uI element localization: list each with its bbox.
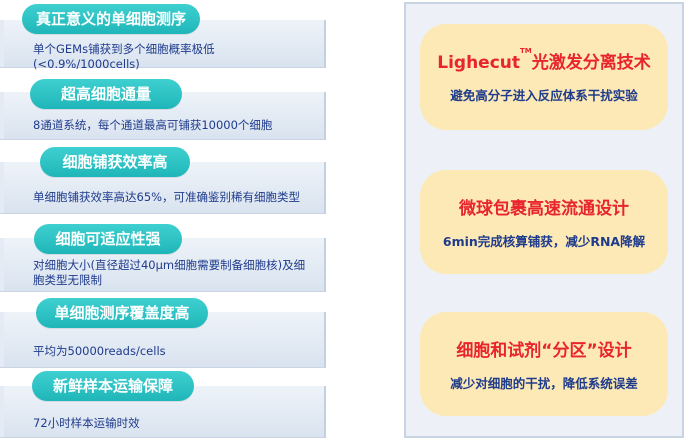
technology-card: 微球包裹高速流通设计 6min完成核算铺获，减少RNA降解 xyxy=(420,170,668,274)
feature-title-pill: 单细胞测序覆盖度高 xyxy=(36,298,208,328)
feature-title-pill: 细胞可适应性强 xyxy=(34,224,182,254)
trademark-mark: TM xyxy=(520,47,532,55)
feature-title-pill: 超高细胞通量 xyxy=(30,79,182,109)
feature-block: 超高细胞通量 8通道系统，每个通道最高可铺获10000个细胞 xyxy=(0,79,326,140)
card-title: LighecutTM光激发分离技术 xyxy=(437,47,651,73)
feature-description: 72小时样本运输时效 xyxy=(33,416,140,430)
card-title: 微球包裹高速流通设计 xyxy=(459,199,629,219)
feature-block: 单细胞测序覆盖度高 平均为50000reads/cells xyxy=(0,298,326,368)
card-title: 细胞和试剂“分区”设计 xyxy=(456,341,632,361)
feature-description: 对细胞大小(直径超过40μm细胞需要制备细胞核)及细胞类型无限制 xyxy=(33,258,306,287)
technology-card: LighecutTM光激发分离技术 避免高分子进入反应体系干扰实验 xyxy=(420,24,668,130)
feature-block: 真正意义的单细胞测序 单个GEMs铺获到多个细胞概率极低(<0.9%/1000c… xyxy=(0,4,326,71)
card-subtitle: 避免高分子进入反应体系干扰实验 xyxy=(450,88,638,103)
card-subtitle: 6min完成核算铺获，减少RNA降解 xyxy=(442,234,646,249)
technology-card: 细胞和试剂“分区”设计 减少对细胞的干扰，降低系统误差 xyxy=(420,312,668,416)
feature-block: 细胞可适应性强 对细胞大小(直径超过40μm细胞需要制备细胞核)及细胞类型无限制 xyxy=(0,224,326,292)
card-subtitle: 减少对细胞的干扰，降低系统误差 xyxy=(450,376,638,391)
feature-description: 8通道系统，每个通道最高可铺获10000个细胞 xyxy=(33,118,273,132)
feature-description: 单细胞铺获效率高达65%，可准确鉴别稀有细胞类型 xyxy=(33,190,301,204)
feature-title-pill: 真正意义的单细胞测序 xyxy=(22,4,200,34)
feature-title-pill: 新鲜样本运输保障 xyxy=(32,371,194,401)
feature-description: 单个GEMs铺获到多个细胞概率极低(<0.9%/1000cells) xyxy=(33,42,215,71)
feature-block: 新鲜样本运输保障 72小时样本运输时效 xyxy=(0,371,326,438)
feature-block: 细胞铺获效率高 单细胞铺获效率高达65%，可准确鉴别稀有细胞类型 xyxy=(0,147,326,214)
feature-title-pill: 细胞铺获效率高 xyxy=(40,147,190,177)
feature-description: 平均为50000reads/cells xyxy=(33,344,166,358)
